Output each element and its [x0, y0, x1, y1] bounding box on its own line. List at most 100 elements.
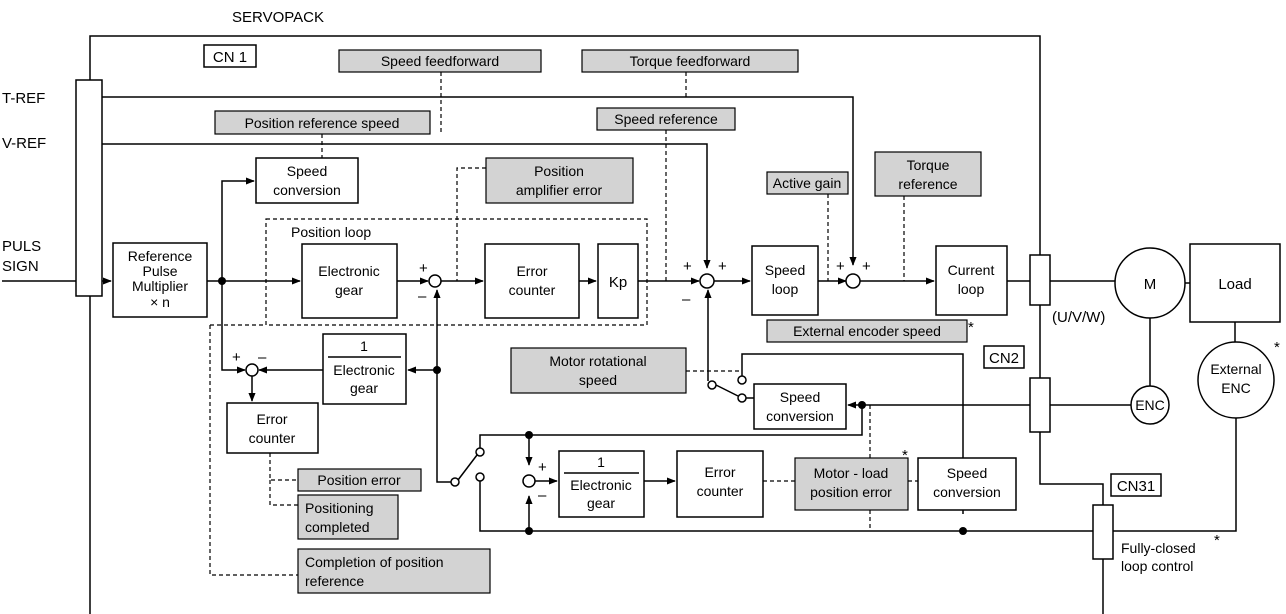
svg-text:Active gain: Active gain [773, 175, 841, 191]
monitor-position-reference-speed [214, 110, 431, 135]
svg-text:Speed reference: Speed reference [614, 111, 718, 127]
servopack-frame [89, 35, 1041, 614]
svg-text:Electronic: Electronic [570, 477, 631, 493]
cn31-label-box [1110, 473, 1162, 497]
cn1-connector [75, 79, 103, 297]
svg-text:gear: gear [587, 495, 615, 511]
reference-pulse-multiplier [112, 242, 208, 318]
svg-text:Current: Current [948, 262, 995, 278]
v-ref-label: V-REF [2, 135, 46, 152]
svg-text:Electronic: Electronic [318, 263, 379, 279]
monitor-position-error [297, 468, 422, 492]
error-counter-bottom [676, 450, 764, 518]
t-ref-line [102, 96, 857, 266]
svg-text:Speed feedforward: Speed feedforward [381, 53, 499, 69]
svg-text:Position error: Position error [317, 472, 401, 488]
svg-text:+: + [836, 258, 845, 275]
svg-text:*: * [1274, 339, 1280, 356]
svg-text:–: – [258, 349, 267, 366]
position-summing-junction [428, 274, 442, 288]
svg-text:Torque feedforward: Torque feedforward [630, 53, 751, 69]
svg-text:Electronic: Electronic [333, 362, 394, 378]
svg-text:Error: Error [516, 263, 547, 279]
svg-text:ENC: ENC [1135, 397, 1165, 413]
speed-feedback-switch [715, 384, 739, 397]
uvw-connector [1029, 254, 1051, 306]
position-loop-label: Position loop [291, 224, 371, 240]
current-loop [935, 245, 1008, 316]
error-counter-main [484, 243, 580, 319]
monitor-torque-feedforward [581, 49, 799, 73]
monitor-speed-feedforward [338, 49, 542, 73]
svg-text:position error: position error [810, 484, 892, 500]
svg-text:Motor rotational: Motor rotational [549, 353, 646, 369]
monitor-motor-rotational-speed [510, 347, 687, 394]
svg-text:Position: Position [534, 163, 584, 179]
svg-text:–: – [682, 291, 691, 308]
speed-summing-junction [699, 273, 715, 289]
svg-text:Error: Error [704, 464, 735, 480]
speed-loop [751, 245, 819, 316]
torque-summing-junction [845, 273, 861, 289]
v-ref-line [102, 143, 711, 269]
svg-text:+: + [232, 349, 241, 366]
svg-text:Load: Load [1218, 276, 1251, 293]
svg-text:reference: reference [305, 573, 364, 589]
svg-text:× n: × n [150, 294, 170, 310]
svg-text:gear: gear [335, 282, 363, 298]
t-ref-label: T-REF [2, 90, 45, 107]
svg-text:completed: completed [305, 519, 370, 535]
speed-conversion-right [917, 457, 1017, 511]
monitor-external-encoder-speed [766, 319, 968, 343]
svg-text:conversion: conversion [933, 484, 1001, 500]
electronic-gear [301, 243, 398, 319]
svg-text:counter: counter [249, 430, 296, 446]
inverse-electronic-gear-2 [558, 450, 645, 518]
load-error-summing-junction [522, 474, 536, 488]
svg-text:conversion: conversion [273, 182, 341, 198]
svg-text:conversion: conversion [766, 408, 834, 424]
svg-text:Motor - load: Motor - load [814, 465, 889, 481]
servopack-title: SERVOPACK [232, 9, 324, 26]
svg-text:ENC: ENC [1221, 380, 1251, 396]
svg-text:External encoder speed: External encoder speed [793, 323, 941, 339]
svg-text:Kp: Kp [609, 274, 627, 291]
svg-text:+: + [718, 258, 727, 275]
svg-text:+: + [683, 258, 692, 275]
svg-text:Speed: Speed [780, 389, 820, 405]
kp-gain [597, 243, 639, 319]
monitor-position-amplifier-error [485, 157, 634, 204]
svg-text:*: * [1214, 532, 1220, 549]
monitor-positioning-completed [297, 494, 399, 540]
svg-text:Reference: Reference [128, 248, 193, 264]
svg-text:+: + [538, 459, 547, 476]
svg-text:loop: loop [772, 281, 799, 297]
sign-label: SIGN [2, 258, 39, 275]
fully-closed-label: Fully-closed [1121, 540, 1196, 556]
monitor-completion-of-position-reference [297, 548, 491, 594]
svg-text:amplifier error: amplifier error [516, 182, 603, 198]
svg-text:–: – [538, 487, 547, 504]
svg-text:Multiplier: Multiplier [132, 278, 188, 294]
svg-text:Torque: Torque [907, 157, 950, 173]
cn31-connector [1092, 504, 1114, 560]
svg-text:Error: Error [256, 411, 287, 427]
svg-text:M: M [1144, 276, 1157, 293]
position-feedback-switch [457, 454, 478, 481]
svg-text:gear: gear [350, 380, 378, 396]
svg-text:+: + [862, 258, 871, 275]
monitor-active-gain [766, 171, 849, 195]
svg-text:counter: counter [509, 282, 556, 298]
svg-text:Positioning: Positioning [305, 500, 374, 516]
monitor-torque-reference [874, 151, 982, 197]
svg-text:Speed: Speed [765, 262, 805, 278]
svg-text:1: 1 [597, 454, 605, 470]
monitor-motor-load-position-error [794, 457, 909, 511]
svg-text:loop: loop [958, 281, 985, 297]
uvw-label: (U/V/W) [1052, 309, 1105, 326]
svg-text:+: + [419, 260, 428, 277]
svg-text:*: * [902, 447, 908, 464]
error-counter-left [226, 402, 319, 454]
cn1-label-box [203, 44, 257, 68]
